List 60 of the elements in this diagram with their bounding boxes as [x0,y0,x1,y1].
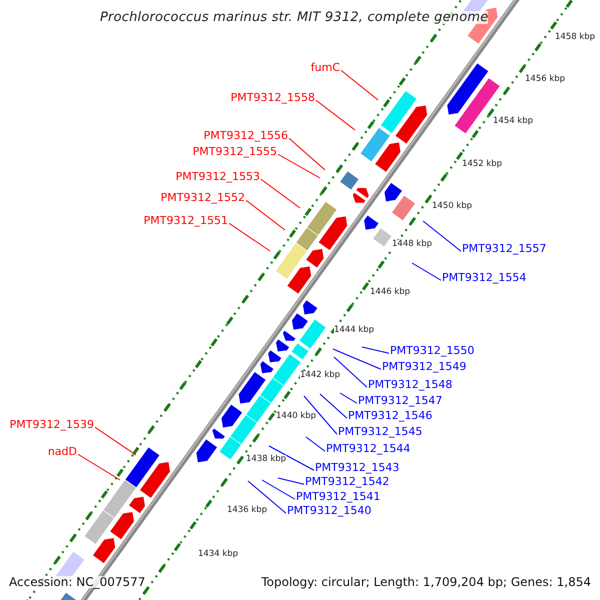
gene-label: PMT9312_1540 [287,505,372,516]
gene-label: fumC [310,62,340,73]
scale-label: 1448 kbp [392,240,432,248]
gene-label: PMT9312_1539 [10,419,94,430]
gene-label: PMT9312_1553 [176,171,260,182]
scale-label: 1438 kbp [246,455,286,464]
map-title: Prochlorococcus marinus str. MIT 9312, complete genome [100,11,488,24]
scale-label: 1440 kbp [276,412,316,420]
gene-label: PMT9312_1544 [326,443,410,454]
scale-label: 1456 kbp [525,75,566,84]
leader-line [278,154,320,178]
gene-label: PMT9312_1543 [315,462,400,473]
scale-label: 1434 kbp [198,550,238,558]
gene-label: PMT9312_1545 [338,426,422,437]
leader-line [334,356,368,388]
leader-line [262,480,296,500]
gene-label: PMT9312_1541 [296,491,380,502]
gene-label: PMT9312_1556 [204,130,288,141]
scale-label: 1442 kbp [300,371,340,380]
gene-label: PMT9312_1557 [462,243,546,254]
leader-line [260,178,300,208]
gene-label: nadD [48,446,77,457]
leader-line [268,446,314,471]
scale-label: 1452 kbp [462,160,502,168]
scale-label: 1446 kbp [370,288,410,296]
gene-label: PMT9312_1555 [192,146,277,157]
leader-line [316,100,356,130]
gene-label: PMT9312_1554 [442,272,526,283]
gene-label: PMT9312_1552 [160,192,245,203]
leader-line [304,396,338,435]
gene-label: PMT9312_1548 [368,379,452,390]
leader-line [422,220,462,252]
scale-label: 1436 kbp [227,506,268,514]
leader-line [412,262,442,281]
gene-label: PMT9312_1547 [358,395,442,406]
leader-line [228,222,270,252]
leader-line [320,394,348,419]
leader-line [78,454,120,480]
genome-info-text: Accession: NC_007577 [9,576,146,588]
leader-line [246,200,286,230]
leader-line [332,348,382,370]
scale-label: 1454 kbp [493,117,534,126]
leader-line [340,392,358,404]
genome-info-text: Topology: circular; Length: 1,709,204 bp; Genes: 1,854 [261,576,591,588]
scale-label: 1444 kbp [334,326,374,334]
gene-label: PMT9312_1551 [144,215,228,226]
leader-line [278,478,304,485]
scale-label: 1458 kbp [555,33,596,42]
scale-label: 1450 kbp [432,202,472,210]
gene-label: PMT9312_1549 [382,361,466,372]
leader-line [362,346,390,354]
gene-label: PMT9312_1542 [305,476,390,487]
leader-line [288,138,326,170]
leader-line [94,426,136,456]
gene-label: PMT9312_1558 [230,92,315,103]
gene-label: PMT9312_1546 [348,410,432,421]
leader-line [306,436,326,452]
gene-label: PMT9312_1550 [390,345,474,356]
leader-line [340,70,378,100]
leader-line [248,480,286,514]
